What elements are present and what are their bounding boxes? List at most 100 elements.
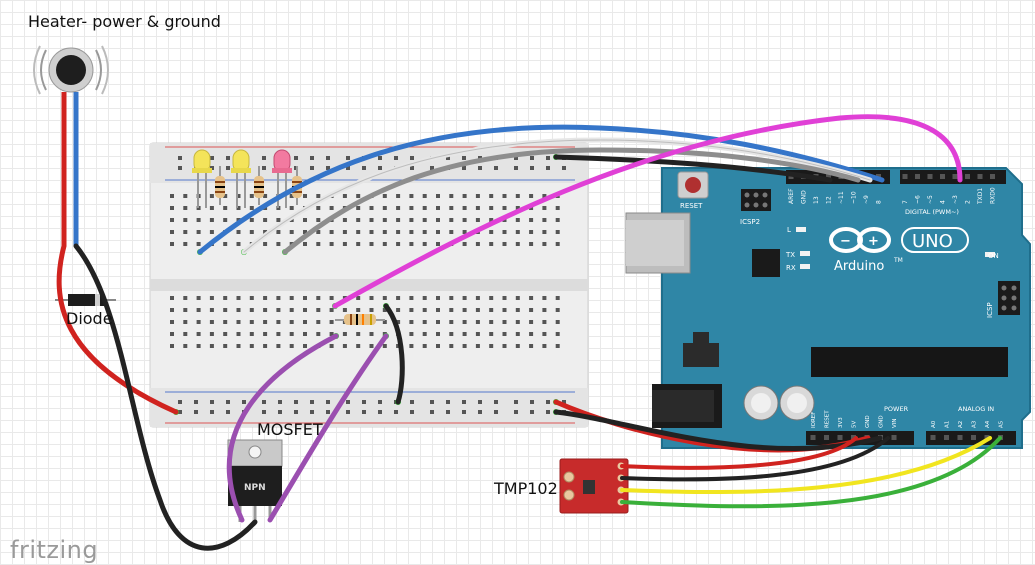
breadboard-hole [382,320,387,324]
breadboard-hole [196,344,201,348]
breadboard-hole [382,296,387,300]
breadboard-hole [422,194,427,198]
rail-hole [446,400,450,404]
fritzing-watermark: fritzing [10,536,99,564]
breadboard-hole [263,218,268,222]
breadboard-hole [263,320,268,324]
breadboard-hole [183,242,188,246]
breadboard-hole [276,296,281,300]
breadboard-hole [170,230,174,234]
led-resistors [215,166,302,205]
breadboard-hole [422,320,427,324]
breadboard-hole [249,218,254,222]
tmp102-sensor [559,458,629,514]
svg-text:−: − [840,234,851,249]
svg-text:+: + [868,234,879,249]
pin-label: ~10 [851,191,858,204]
breadboard-hole [223,344,228,348]
header-pin[interactable] [957,435,963,440]
breadboard-hole [515,230,520,234]
header-pin[interactable] [851,435,856,440]
breadboard-hole [396,344,401,348]
header-pin[interactable] [952,174,958,179]
header-pin[interactable] [977,174,983,179]
breadboard-hole [303,296,307,300]
breadboard-hole [502,230,507,234]
breadboard-hole [303,218,307,222]
led-l-label: L [787,226,791,234]
breadboard-hole [542,194,547,198]
arduino-brand-text: Arduino [834,259,884,274]
breadboard-hole [529,320,534,324]
breadboard-hole [342,308,347,312]
breadboard-hole [316,206,321,210]
rail-hole [262,166,266,170]
rail-hole [242,400,246,404]
breadboard-hole [529,242,534,246]
header-pin[interactable] [824,435,829,440]
header-pin[interactable] [990,174,995,179]
wire-gray [282,147,861,255]
breadboard-hole [502,344,507,348]
breadboard-hole [289,206,294,210]
pin-label: ~3 [952,195,959,204]
breadboard-hole [289,230,294,234]
breadboard-hole [170,206,174,210]
header-pin[interactable] [944,435,949,440]
wire-purple-2 [267,333,389,523]
tx-label: TX [785,251,795,259]
breadboard-hole [342,332,347,336]
header-pin[interactable] [902,174,908,179]
breadboard-hole [542,230,547,234]
breadboard-hole [475,194,480,198]
header-pin[interactable] [940,174,945,179]
breadboard-hole [422,344,427,348]
breadboard-hole [329,344,334,348]
breadboard-hole [555,242,560,246]
breadboard-hole [542,242,547,246]
breadboard-hole [263,194,268,198]
header-pin[interactable] [984,435,990,440]
breadboard-hole [170,308,174,312]
breadboard-hole [409,218,414,222]
header-pin[interactable] [971,435,976,440]
pin-label: 7 [902,200,909,204]
pin-label: ~9 [863,195,870,204]
breadboard-hole [289,320,294,324]
header-pin[interactable] [915,174,920,179]
breadboard-hole [449,308,454,312]
breadboard-hole [409,320,414,324]
header-pin[interactable] [891,435,897,440]
rail-hole [462,400,466,404]
breadboard-hole [475,308,480,312]
breadboard-hole [249,320,254,324]
breadboard-hole [263,230,268,234]
breadboard-hole [303,332,307,336]
breadboard-hole [449,332,454,336]
breadboard-hole [276,344,281,348]
breadboard-hole [542,296,547,300]
header-pin[interactable] [837,435,843,440]
header-pin[interactable] [810,435,816,440]
icsp-header [998,281,1020,315]
pin-label: 12 [826,196,833,204]
rail-hole [310,410,314,414]
breadboard-hole [502,296,507,300]
breadboard-hole [449,194,454,198]
header-pin[interactable] [930,435,936,440]
breadboard-hole [529,296,534,300]
rail-hole [530,166,534,170]
header-pin[interactable] [927,174,933,179]
breadboard-hole [263,308,268,312]
breadboard-hole [555,218,560,222]
rail-hole [326,400,330,404]
pin-label: ~5 [927,195,934,204]
header-pin[interactable] [965,174,970,179]
rail-hole [478,166,482,170]
header-pin[interactable] [826,174,831,179]
wire-black-heater [73,243,258,551]
arduino-logo: − + [829,227,891,253]
breadboard-hole [303,344,307,348]
